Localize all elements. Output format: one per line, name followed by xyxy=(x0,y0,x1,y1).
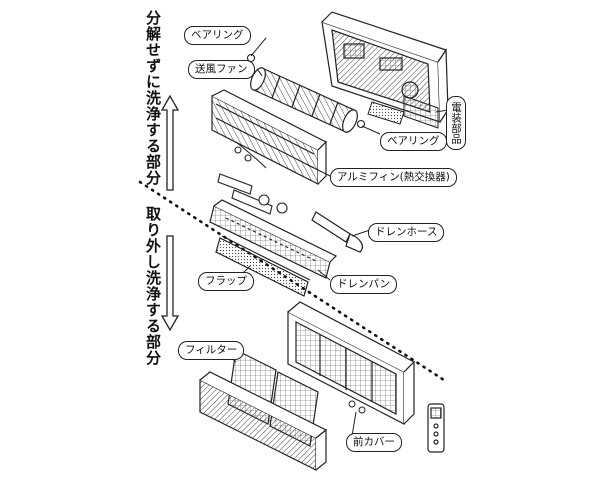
callout-drain-hose: ドレンホース xyxy=(368,223,445,242)
remote-control xyxy=(427,403,445,453)
callout-aluminum-fin: アルミフィン(熱交換器) xyxy=(330,168,457,187)
callout-bearing-right: ベアリング xyxy=(380,132,447,151)
callout-flap: フラップ xyxy=(198,272,254,291)
up-arrow-icon xyxy=(160,94,180,191)
screws xyxy=(348,400,366,414)
down-arrow-icon xyxy=(160,235,180,332)
front-grille xyxy=(199,371,328,471)
rear-chassis xyxy=(321,11,449,123)
callout-bearing-top: ベアリング xyxy=(184,26,251,45)
callout-filter: フィルター xyxy=(178,341,245,360)
callout-front-cover: 前カバー xyxy=(346,433,402,452)
side-label-top: 分解せずに洗浄する部分 xyxy=(144,10,162,186)
side-label-bottom: 取り外し洗浄する部分 xyxy=(144,206,162,366)
callout-blower-fan: 送風ファン xyxy=(188,60,255,79)
blower-fan xyxy=(250,67,358,133)
pipe-fittings xyxy=(217,141,288,215)
drain-hose xyxy=(311,211,363,253)
front-cabinet xyxy=(287,301,416,425)
heat-exchanger xyxy=(211,89,328,185)
bearing-right-part xyxy=(356,119,366,129)
flap-part xyxy=(215,235,311,297)
electrical-parts-box xyxy=(367,95,439,129)
callout-drain-pan: ドレンパン xyxy=(330,275,398,294)
drain-pan xyxy=(209,199,338,279)
callout-electrical-parts: 電装部品 xyxy=(446,96,466,150)
